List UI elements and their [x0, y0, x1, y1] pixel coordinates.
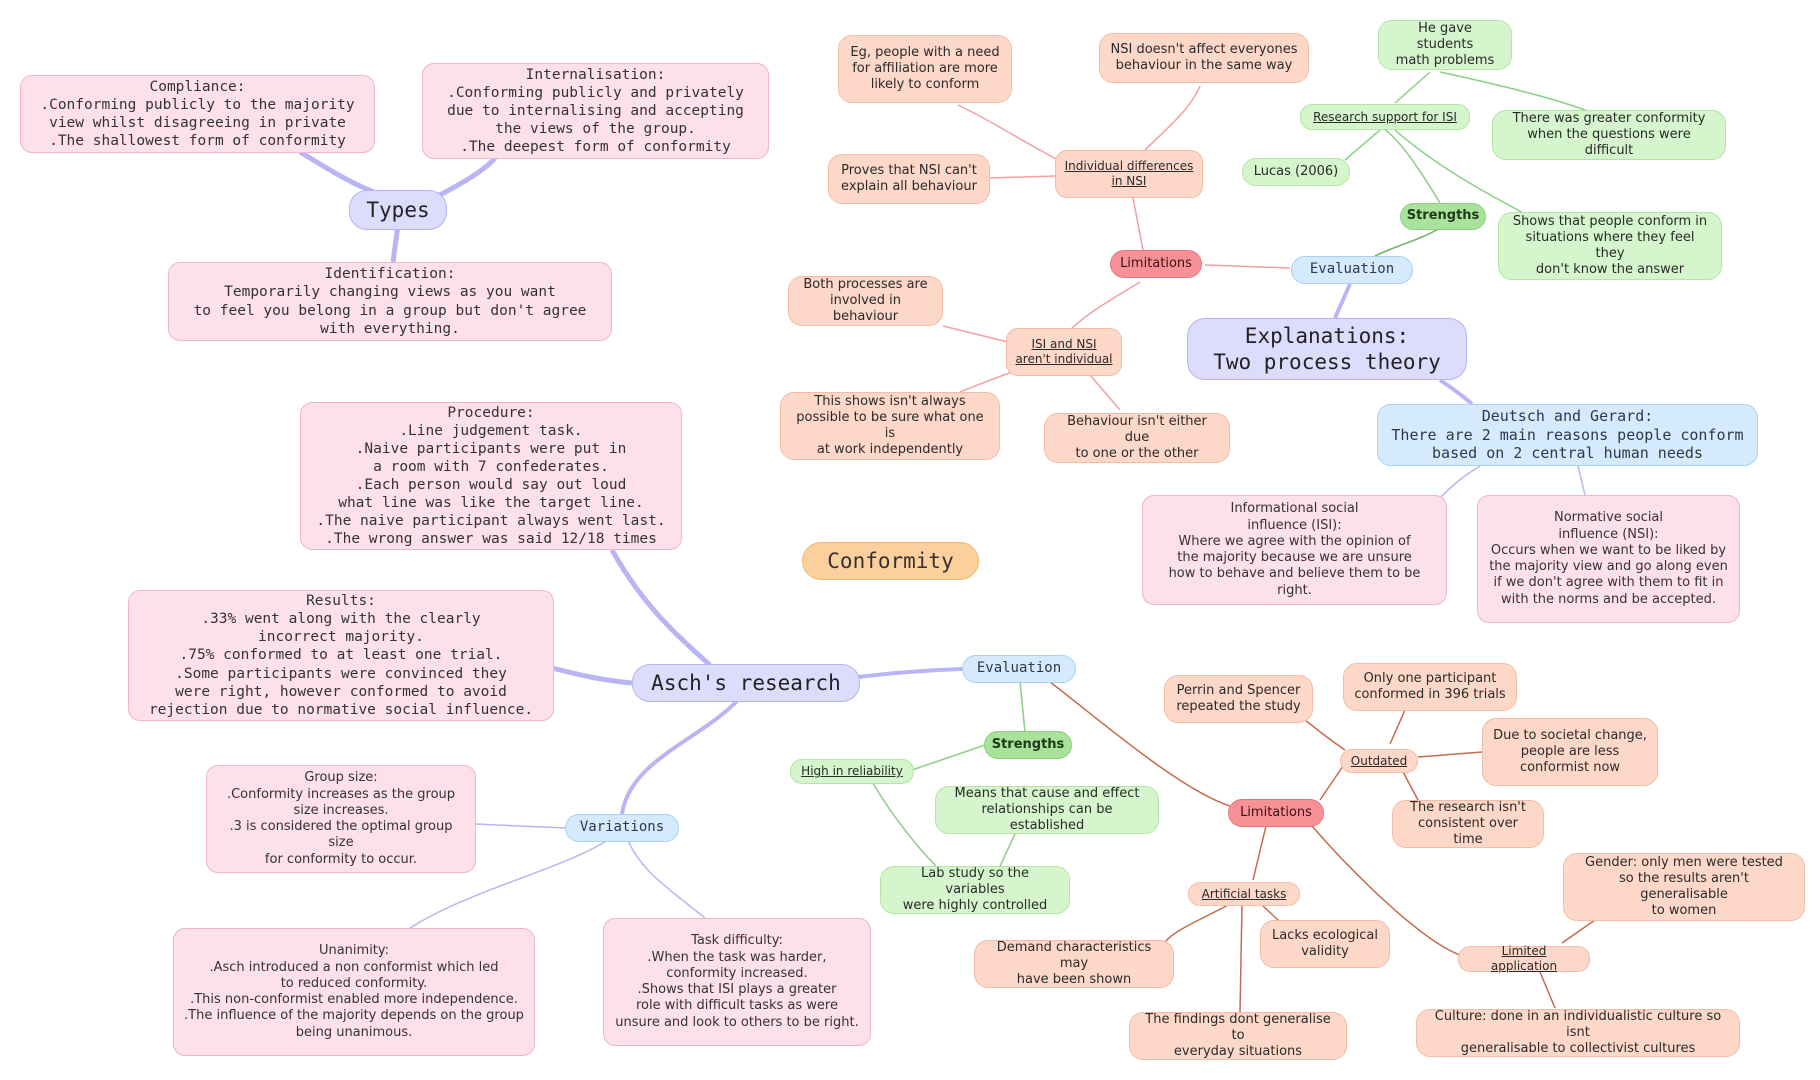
node-asch-limitations[interactable]: Limitations	[1228, 799, 1324, 827]
node-types[interactable]: Types	[349, 190, 447, 230]
node-research-support[interactable]: Research support for ISI	[1300, 104, 1470, 130]
node-shows-conform[interactable]: Shows that people conform in situations …	[1498, 212, 1722, 280]
node-isi-nsi-not[interactable]: ISI and NSI aren't individual	[1006, 328, 1122, 376]
node-deutsch-gerard[interactable]: Deutsch and Gerard: There are 2 main rea…	[1377, 404, 1758, 466]
node-gave-math[interactable]: He gave students math problems	[1378, 20, 1512, 70]
node-asch-strengths[interactable]: Strengths	[984, 731, 1072, 759]
node-artificial-tasks[interactable]: Artificial tasks	[1188, 882, 1300, 906]
link-individual-proves	[989, 175, 1056, 179]
link-elim-individual	[1132, 197, 1144, 251]
node-explanations[interactable]: Explanations: Two process theory	[1187, 318, 1467, 380]
node-lucas[interactable]: Lucas (2006)	[1242, 158, 1350, 186]
link-research-lucas	[1344, 129, 1381, 161]
node-procedure[interactable]: Procedure: .Line judgement task. .Naive …	[300, 402, 682, 550]
link-alim-outdated	[1319, 762, 1346, 801]
node-isi[interactable]: Informational social influence (ISI): Wh…	[1142, 495, 1447, 605]
link-elim-isinsi	[1069, 281, 1141, 331]
link-deutsch-nsi	[1577, 465, 1586, 496]
link-high-lab	[871, 781, 937, 867]
link-estrengths-research	[1384, 129, 1441, 204]
node-greater-conformity[interactable]: There was greater conformity when the qu…	[1492, 110, 1726, 160]
link-asch-procedure	[609, 548, 712, 667]
link-aeval-limitations	[1049, 681, 1231, 807]
node-culture[interactable]: Culture: done in an individualistic cult…	[1416, 1009, 1740, 1057]
link-asch-evaluation	[857, 667, 963, 679]
link-lab-means	[999, 833, 1016, 867]
link-variations-unanimity	[409, 839, 609, 929]
link-variations-groupsize	[474, 823, 567, 829]
link-artificial-demand	[1164, 904, 1229, 943]
node-perrin[interactable]: Perrin and Spencer repeated the study	[1164, 675, 1313, 723]
node-this-shows[interactable]: This shows isn't always possible to be s…	[780, 392, 1000, 460]
node-task-difficulty[interactable]: Task difficulty: .When the task was hard…	[603, 918, 871, 1046]
node-internalisation[interactable]: Internalisation: .Conforming publicly an…	[422, 63, 769, 159]
link-eeval-strengths	[1374, 227, 1441, 257]
link-outdated-onlyone	[1389, 709, 1406, 745]
link-astrengths-high	[911, 744, 986, 771]
link-outdated-research	[1401, 769, 1419, 801]
node-asch-evaluation[interactable]: Evaluation	[962, 655, 1076, 683]
link-aeval-strengths	[1019, 681, 1026, 733]
link-limited-gender	[1561, 919, 1596, 944]
link-isinsi-both	[942, 325, 1009, 343]
link-variations-task	[627, 839, 706, 919]
link-deutsch-isi	[1439, 465, 1481, 499]
node-research-isnt[interactable]: The research isn't consistent over time	[1392, 800, 1544, 848]
node-demand[interactable]: Demand characteristics may have been sho…	[974, 940, 1174, 988]
link-artificial-findings	[1239, 904, 1243, 1013]
link-alim-artificial	[1252, 825, 1267, 881]
node-eg-people[interactable]: Eg, people with a need for affiliation a…	[838, 35, 1012, 103]
node-group-size[interactable]: Group size: .Conformity increases as the…	[206, 765, 476, 873]
link-asch-results	[551, 665, 633, 686]
node-means-cause[interactable]: Means that cause and effect relationship…	[935, 786, 1159, 834]
node-both-processes[interactable]: Both processes are involved in behaviour	[788, 276, 943, 326]
link-asch-variations	[620, 698, 740, 815]
link-outdated-perrin	[1299, 715, 1346, 751]
link-isinsi-behaviour	[1089, 374, 1121, 411]
node-lab-study[interactable]: Lab study so the variables were highly c…	[880, 866, 1070, 914]
node-individual-differences[interactable]: Individual differences in NSI	[1055, 150, 1203, 198]
node-unanimity[interactable]: Unanimity: .Asch introduced a non confor…	[173, 928, 535, 1056]
link-research-greater	[1439, 71, 1591, 113]
node-lacks-eco[interactable]: Lacks ecological validity	[1260, 920, 1390, 968]
link-alim-limited	[1311, 825, 1461, 956]
link-limited-culture	[1539, 971, 1556, 1009]
node-nsi[interactable]: Normative social influence (NSI): Occurs…	[1477, 495, 1740, 623]
node-asch-research[interactable]: Asch's research	[632, 664, 860, 702]
node-nsi-doesnt[interactable]: NSI doesn't affect everyones behaviour i…	[1099, 33, 1309, 83]
link-expl-deutsch	[1438, 378, 1474, 406]
node-due-societal[interactable]: Due to societal change, people are less …	[1482, 718, 1658, 786]
node-only-one[interactable]: Only one participant conformed in 396 tr…	[1343, 663, 1517, 711]
link-individual-nsidoesnt	[1144, 85, 1201, 151]
link-research-shows	[1394, 129, 1526, 215]
node-expl-evaluation[interactable]: Evaluation	[1291, 256, 1413, 284]
link-isinsi-thisshows	[959, 371, 1013, 393]
link-eeval-limitations	[1204, 264, 1291, 269]
node-gender[interactable]: Gender: only men were tested so the resu…	[1563, 853, 1805, 921]
node-high-reliability[interactable]: High in reliability	[790, 759, 914, 784]
link-types-identification	[390, 224, 401, 263]
link-individual-eg	[957, 104, 1059, 161]
link-expl-evaluation	[1333, 283, 1352, 319]
node-identification[interactable]: Identification: Temporarily changing vie…	[168, 262, 612, 341]
node-findings-dont[interactable]: The findings dont generalise to everyday…	[1129, 1012, 1347, 1060]
node-outdated[interactable]: Outdated	[1340, 749, 1418, 773]
link-outdated-societal	[1417, 751, 1483, 758]
node-compliance[interactable]: Compliance: .Conforming publicly to the …	[20, 75, 375, 153]
node-proves-nsi[interactable]: Proves that NSI can't explain all behavi…	[828, 154, 990, 204]
node-behaviour-isnt[interactable]: Behaviour isn't either due to one or the…	[1044, 413, 1230, 463]
central-node-conformity[interactable]: Conformity	[802, 542, 979, 580]
node-expl-strengths[interactable]: Strengths	[1400, 203, 1486, 230]
node-results[interactable]: Results: .33% went along with the clearl…	[128, 590, 554, 721]
link-research-math	[1394, 71, 1431, 104]
node-expl-limitations[interactable]: Limitations	[1110, 250, 1202, 278]
node-limited-application[interactable]: Limited application	[1458, 944, 1590, 973]
link-artificial-lacks	[1261, 904, 1279, 921]
node-asch-variations[interactable]: Variations	[565, 814, 679, 842]
